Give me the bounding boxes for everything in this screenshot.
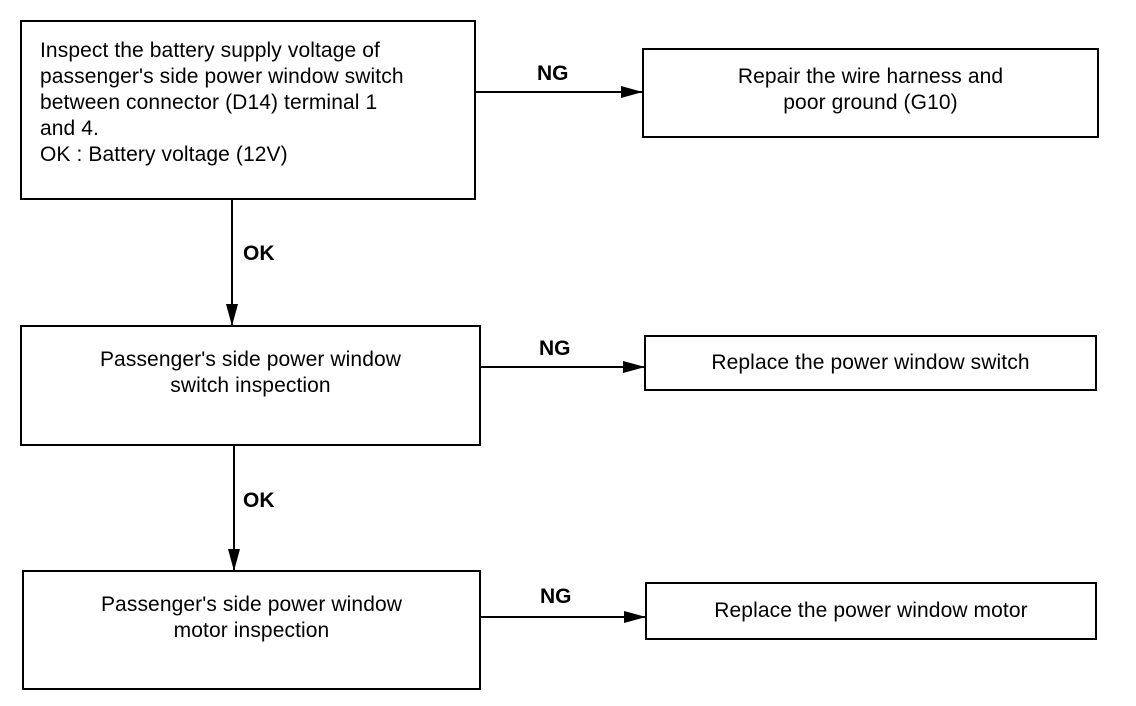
repair-harness-line-2: poor ground (G10) <box>783 91 958 114</box>
switch-inspection-box: Passenger's side power window switch ins… <box>20 325 481 446</box>
switch-inspection-line-2: switch inspection <box>170 374 331 397</box>
inspect-voltage-line-5: OK : Battery voltage (12V) <box>40 143 288 166</box>
inspect-voltage-line-2: passenger's side power window switch <box>40 65 404 88</box>
ng-label-3: NG <box>540 585 572 608</box>
repair-harness-line-1: Repair the wire harness and <box>737 65 1004 88</box>
inspect-voltage-box: Inspect the battery supply voltage of pa… <box>20 20 476 200</box>
switch-inspection-line-1: Passenger's side power window <box>99 348 402 371</box>
motor-inspection-box: Passenger's side power window motor insp… <box>22 570 481 690</box>
motor-inspection-line-1: Passenger's side power window <box>100 593 403 616</box>
motor-inspection-line-2: motor inspection <box>173 619 330 642</box>
replace-motor-line-1: Replace the power window motor <box>714 599 1028 622</box>
replace-switch-line-1: Replace the power window switch <box>711 351 1030 374</box>
inspect-voltage-line-4: and 4. <box>40 117 99 140</box>
repair-harness-box: Repair the wire harness and poor ground … <box>642 48 1099 138</box>
replace-motor-box: Replace the power window motor <box>645 582 1097 640</box>
ok-label-1: OK <box>243 242 275 265</box>
replace-switch-box: Replace the power window switch <box>644 335 1097 391</box>
inspect-voltage-line-3: between connector (D14) terminal 1 <box>40 91 378 114</box>
ng-label-1: NG <box>537 62 569 85</box>
ok-label-2: OK <box>243 489 275 512</box>
ng-label-2: NG <box>539 337 571 360</box>
inspect-voltage-line-1: Inspect the battery supply voltage of <box>40 39 380 62</box>
